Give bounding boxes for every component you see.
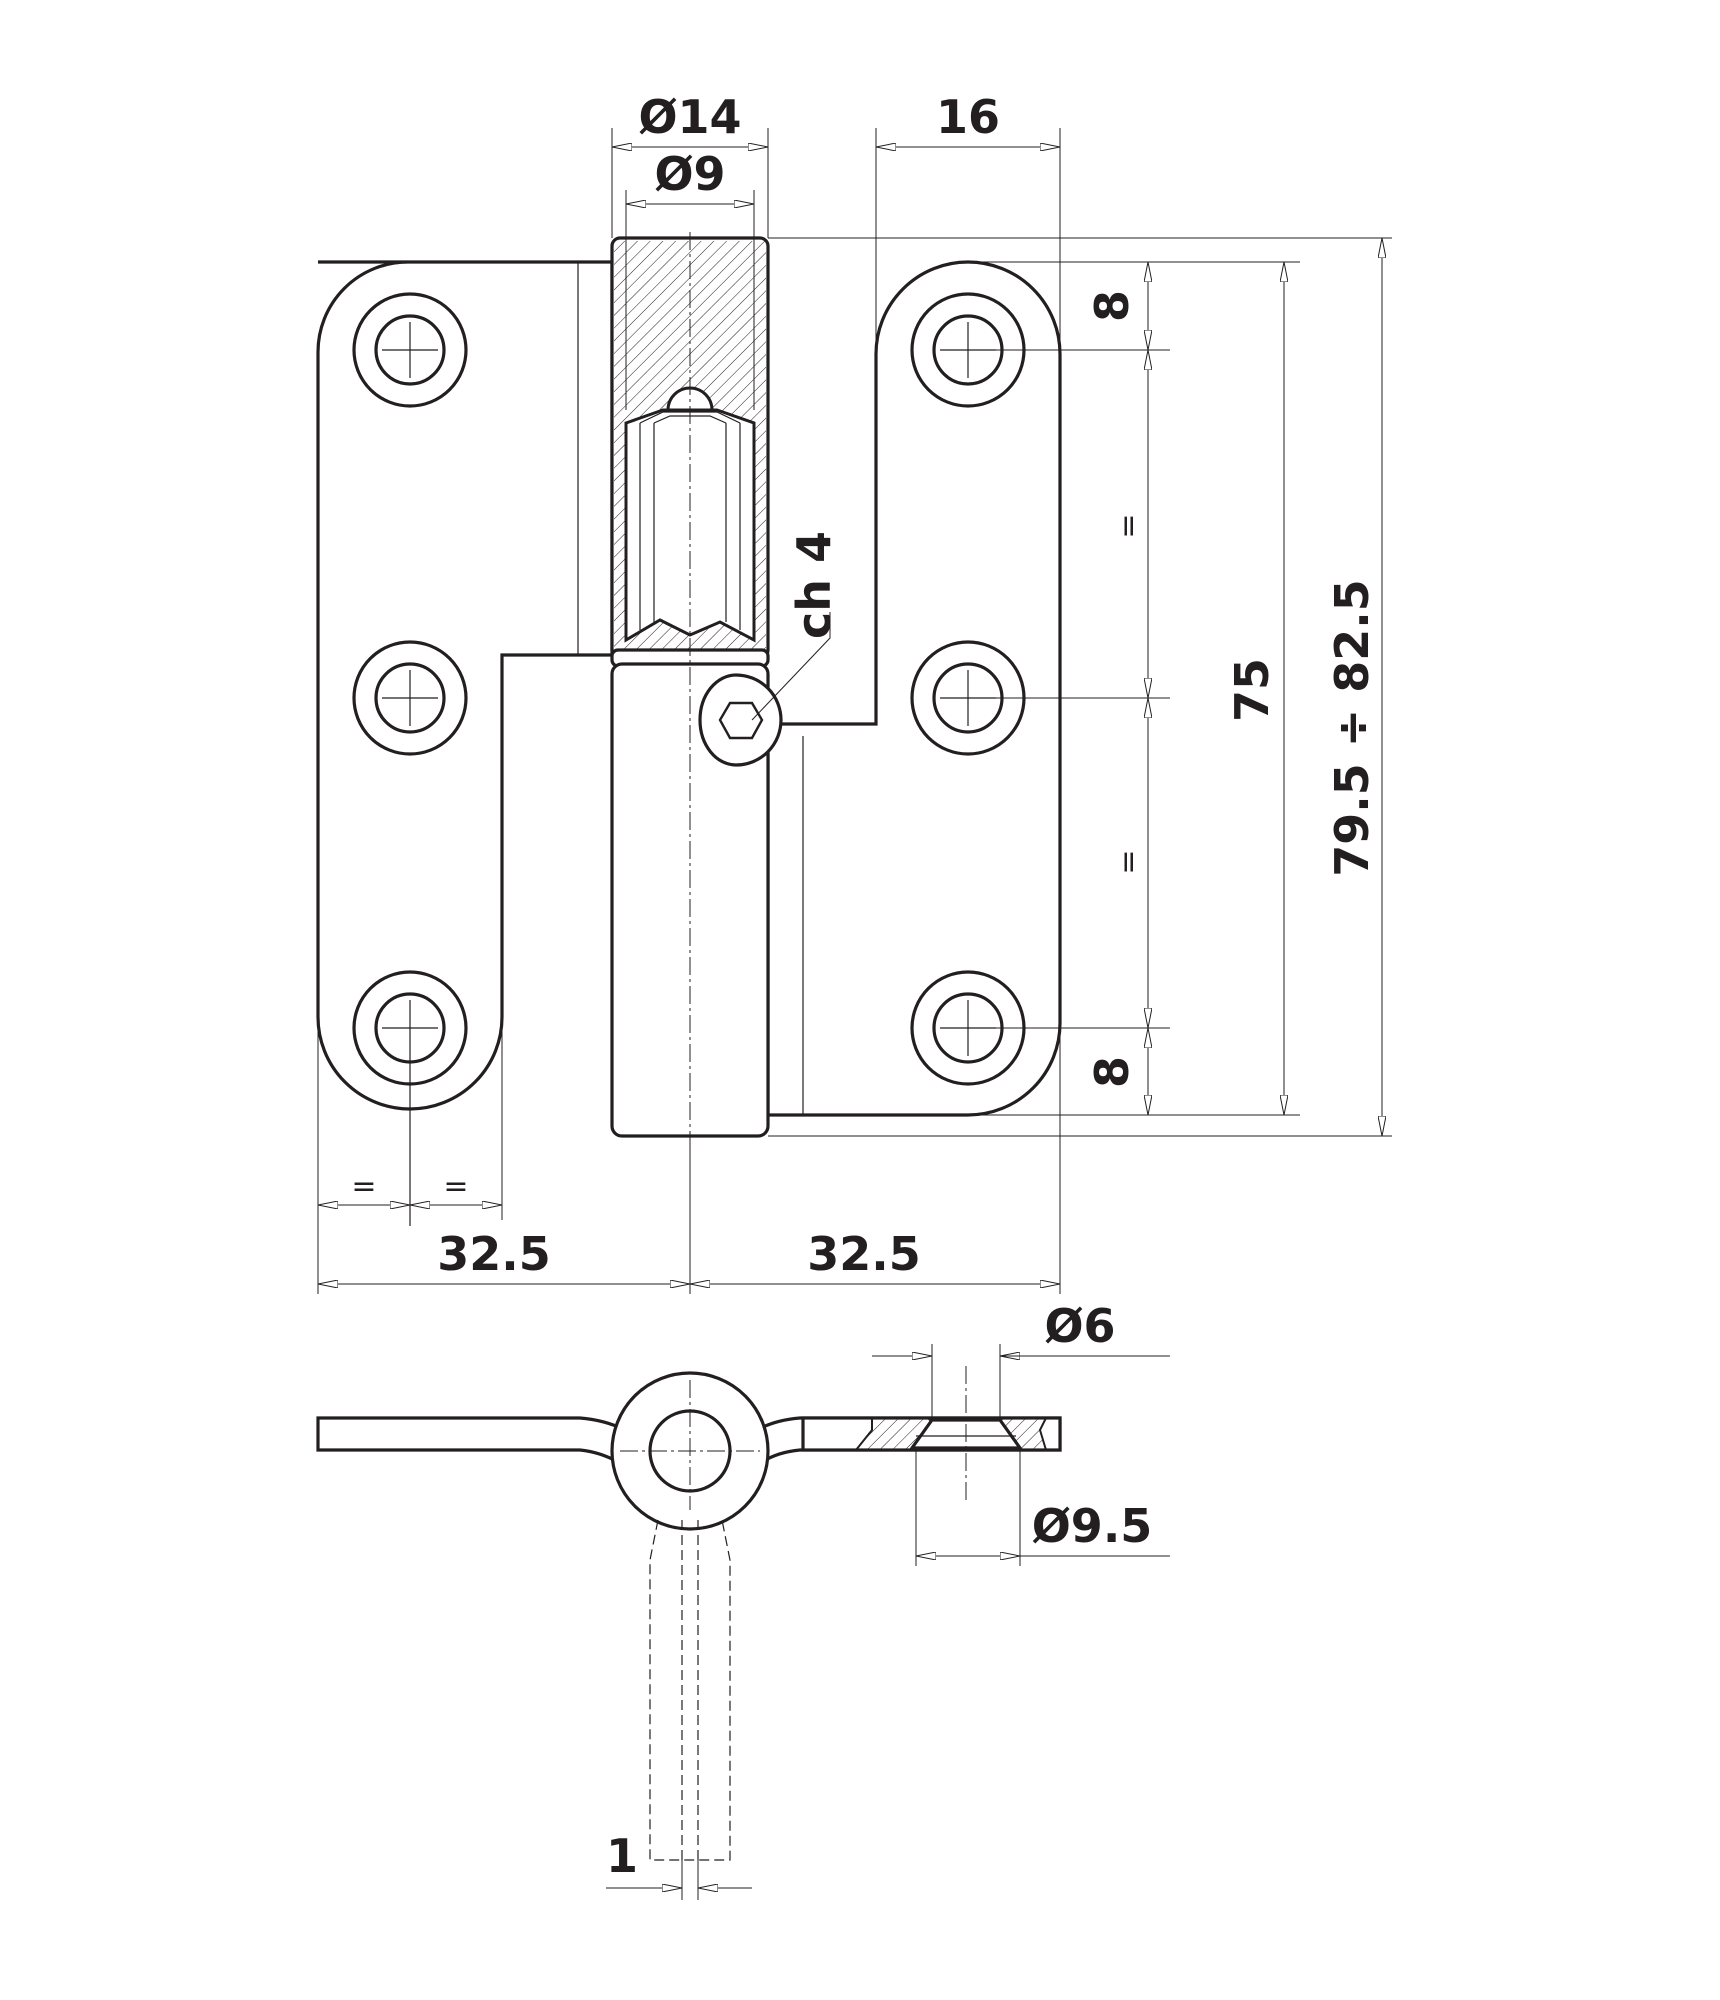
label-pin-outer-diameter: Ø14 [638, 90, 741, 144]
label-equal-top: = [1111, 513, 1146, 538]
label-pin-inner-diameter: Ø9 [654, 147, 725, 201]
label-hole-pitch-top: 8 [1085, 290, 1139, 322]
dimension-lines [317, 128, 1392, 1294]
end-view-dimensions [606, 1344, 1170, 1900]
label-offset: 1 [606, 1829, 638, 1883]
label-equal-left-b: = [443, 1169, 468, 1204]
dimension-labels: Ø14 Ø9 16 8 = = 8 75 79.5 ÷ 82.5 ch 4 = … [351, 90, 1379, 1883]
label-hole-spacing: 75 [1225, 658, 1279, 722]
label-hole-pitch-bottom: 8 [1085, 1056, 1139, 1088]
label-equal-bottom: = [1111, 849, 1146, 874]
label-overall-height: 79.5 ÷ 82.5 [1325, 579, 1379, 877]
label-equal-left-a: = [351, 1169, 376, 1204]
label-leaf-width-right: 16 [936, 90, 1000, 144]
label-hex-key: ch 4 [787, 531, 841, 639]
label-left-half-width: 32.5 [437, 1227, 551, 1281]
label-countersink-inner: Ø6 [1044, 1299, 1115, 1353]
label-right-half-width: 32.5 [807, 1227, 921, 1281]
end-view [316, 1366, 1062, 1861]
label-countersink-outer: Ø9.5 [1032, 1499, 1153, 1553]
front-view [316, 232, 1062, 1226]
hex-socket [718, 701, 764, 740]
